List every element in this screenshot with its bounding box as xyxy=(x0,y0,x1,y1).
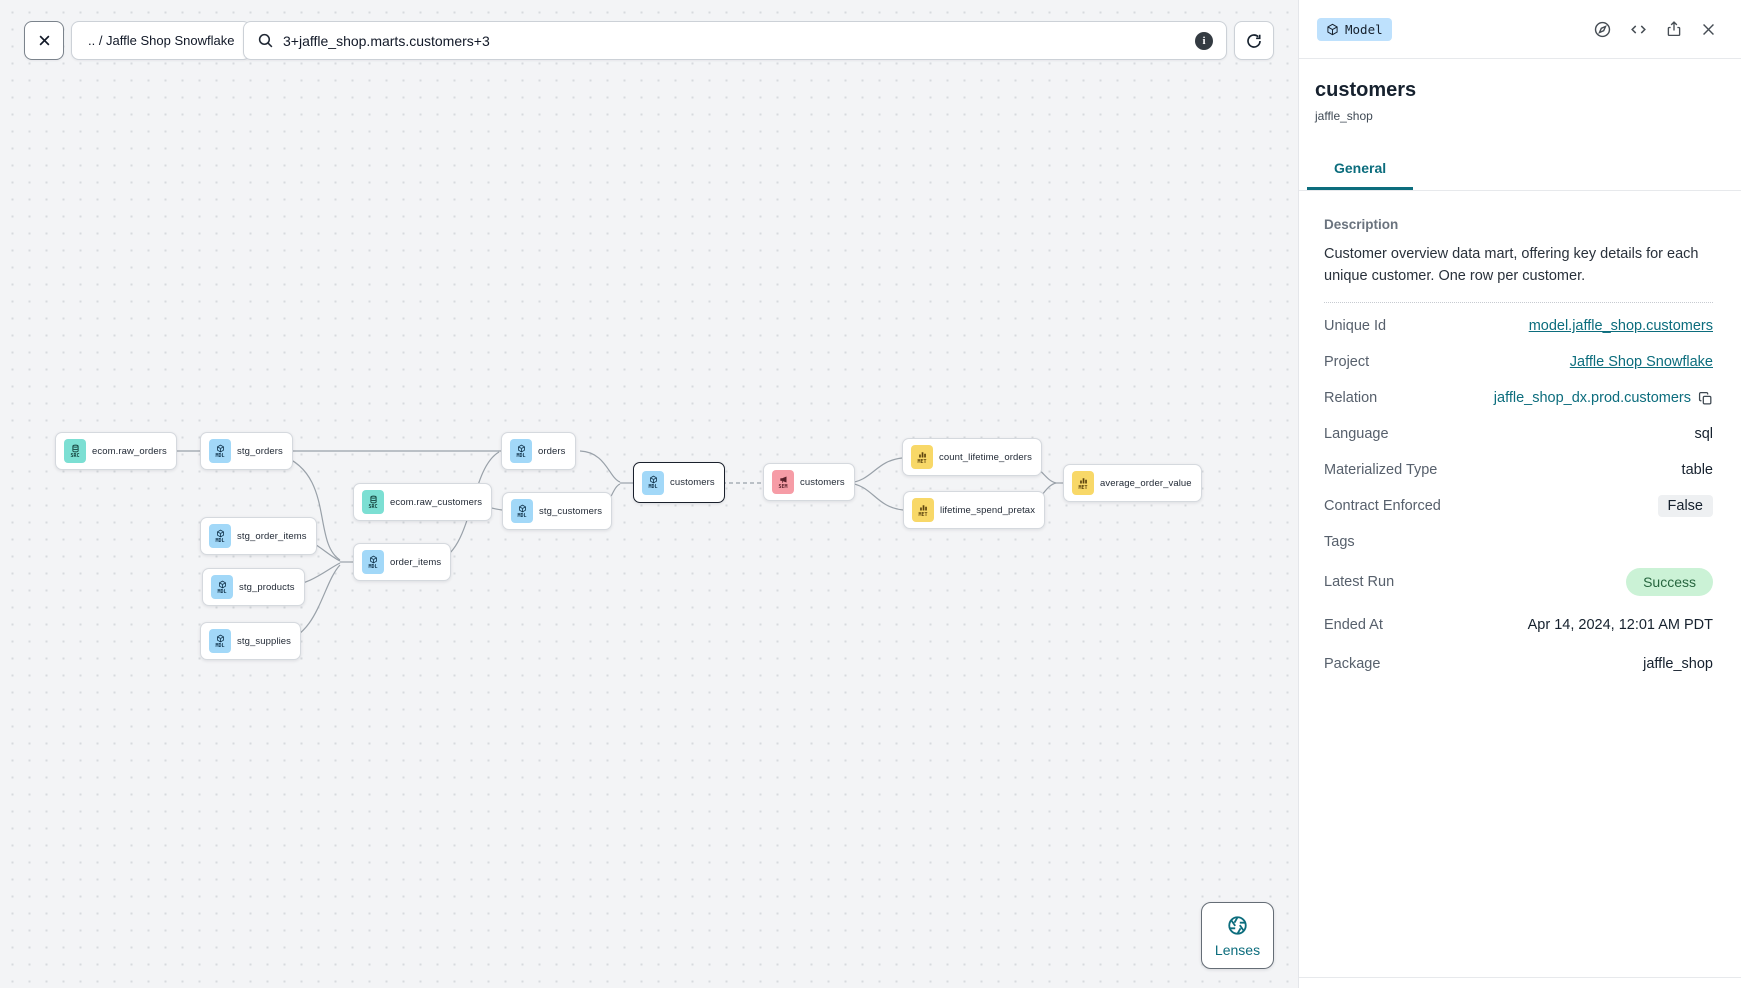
resource-type-badge: Model xyxy=(1317,17,1392,41)
unique-id-link[interactable]: model.jaffle_shop.customers xyxy=(1528,318,1713,334)
explore-compass-icon[interactable] xyxy=(1593,20,1612,39)
breadcrumb[interactable]: .. / Jaffle Shop Snowflake xyxy=(71,21,252,60)
description-label: Description xyxy=(1324,217,1399,232)
search-input[interactable] xyxy=(283,32,1195,49)
graph-node-stg-products[interactable]: MDL stg_products xyxy=(202,568,305,606)
panel-header: Model xyxy=(1299,0,1741,59)
aperture-icon xyxy=(1226,914,1249,937)
package-subtitle: jaffle_shop xyxy=(1315,109,1373,123)
property-row-package: Package jaffle_shop xyxy=(1324,656,1713,672)
refresh-icon xyxy=(1245,32,1263,50)
refresh-button[interactable] xyxy=(1234,21,1274,60)
model-badge-icon: MDL xyxy=(209,629,231,653)
property-row-project: Project Jaffle Shop Snowflake xyxy=(1324,354,1713,370)
graph-node-stg-order-items[interactable]: MDL stg_order_items xyxy=(200,517,317,555)
tab-general[interactable]: General xyxy=(1307,150,1414,190)
graph-node-ecom-raw-orders[interactable]: SRC ecom.raw_orders xyxy=(55,432,177,470)
detail-panel: Model customers jaffle_shop General Desc… xyxy=(1298,0,1741,988)
graph-node-ecom-raw-customers[interactable]: SRC ecom.raw_customers xyxy=(353,483,493,521)
property-row-tags: Tags xyxy=(1324,534,1355,550)
property-row-latest-run: Latest Run Success xyxy=(1324,560,1713,603)
model-badge-icon: MDL xyxy=(511,499,533,523)
close-lineage-button[interactable] xyxy=(24,21,64,60)
metric-badge-icon: MET xyxy=(1072,471,1094,495)
property-row-language: Language sql xyxy=(1324,426,1713,442)
share-icon[interactable] xyxy=(1665,20,1683,38)
info-icon[interactable]: i xyxy=(1195,31,1213,50)
cube-icon xyxy=(1326,23,1339,36)
model-badge-icon: MDL xyxy=(209,524,231,548)
graph-node-orders[interactable]: MDL orders xyxy=(501,432,576,470)
contract-enforced-pill: False xyxy=(1657,495,1713,517)
property-row-ended-at: Ended At Apr 14, 2024, 12:01 AM PDT xyxy=(1324,616,1713,633)
graph-node-lifetime-spend-pretax[interactable]: MET lifetime_spend_pretax xyxy=(903,491,1046,529)
search-icon xyxy=(257,32,274,49)
graph-node-stg-supplies[interactable]: MDL stg_supplies xyxy=(200,622,302,660)
graph-node-order-items[interactable]: MDL order_items xyxy=(353,543,452,581)
lineage-search[interactable]: i xyxy=(243,21,1227,60)
property-row-relation: Relation jaffle_shop_dx.prod.customers xyxy=(1324,380,1713,416)
property-row-materialized-type: Materialized Type table xyxy=(1324,462,1713,478)
copy-icon[interactable] xyxy=(1698,391,1713,406)
graph-node-average-order-value[interactable]: MET average_order_value xyxy=(1063,464,1202,502)
close-icon xyxy=(37,33,52,48)
status-badge: Success xyxy=(1626,567,1713,596)
lenses-button[interactable]: Lenses xyxy=(1201,902,1274,969)
page-title: customers xyxy=(1315,79,1417,101)
model-badge-icon: MDL xyxy=(211,575,233,599)
source-badge-icon: SRC xyxy=(64,439,86,463)
code-icon[interactable] xyxy=(1629,20,1648,39)
semantic-model-badge-icon: SEM xyxy=(772,470,794,494)
model-badge-icon: MDL xyxy=(362,550,384,574)
panel-footer-divider xyxy=(1299,977,1741,978)
graph-node-count-lifetime-orders[interactable]: MET count_lifetime_orders xyxy=(902,438,1042,476)
project-link[interactable]: Jaffle Shop Snowflake xyxy=(1569,354,1713,370)
model-badge-icon: MDL xyxy=(209,439,231,463)
close-panel-icon[interactable] xyxy=(1700,21,1717,38)
lenses-label: Lenses xyxy=(1214,941,1261,958)
model-badge-icon: MDL xyxy=(642,470,664,495)
relation-value: jaffle_shop_dx.prod.customers xyxy=(1493,390,1691,406)
description-text: Customer overview data mart, offering ke… xyxy=(1324,246,1699,284)
panel-tabs: General xyxy=(1299,150,1741,191)
graph-node-customers-semantic[interactable]: SEM customers xyxy=(763,463,855,501)
divider xyxy=(1324,302,1713,303)
graph-node-stg-orders[interactable]: MDL stg_orders xyxy=(200,432,293,470)
metric-badge-icon: MET xyxy=(912,498,934,522)
property-row-unique-id: Unique Id model.jaffle_shop.customers xyxy=(1324,318,1713,334)
graph-node-customers-selected[interactable]: MDL customers xyxy=(633,462,725,503)
model-badge-icon: MDL xyxy=(510,439,532,463)
source-badge-icon: SRC xyxy=(362,490,384,514)
property-row-contract-enforced: Contract Enforced False xyxy=(1324,488,1713,524)
metric-badge-icon: MET xyxy=(911,445,933,469)
graph-node-stg-customers[interactable]: MDL stg_customers xyxy=(502,492,613,530)
